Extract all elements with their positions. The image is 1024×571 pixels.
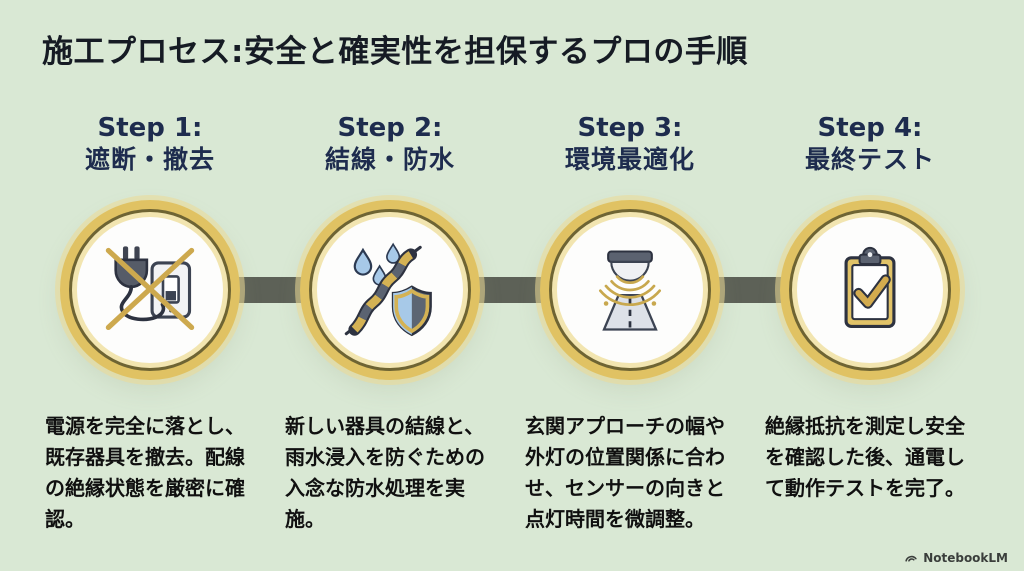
step2-circle [317,217,463,363]
step3-label: Step 3: [577,113,683,143]
step4-description: 絶縁抵抗を測定し安全を確認した後、通電して動作テストを完了。 [765,414,965,500]
step3-header: Step 3: 環境最適化 [510,112,750,175]
motion-sensor-light-icon [599,250,661,331]
process-connector-line [150,277,870,303]
step2-subtitle: 結線・防水 [324,145,455,175]
step4-label: Step 4: [817,113,923,143]
step4-circle [797,217,943,363]
watermark: NotebookLM [904,551,1008,565]
step1-label: Step 1: [97,113,203,143]
no-power-plug-switch-icon [105,246,195,331]
step4-header: Step 4: 最終テスト [750,112,990,175]
step1-circle [77,217,223,363]
waterproof-wiring-shield-icon [344,242,432,337]
clipboard-check-icon [844,246,896,328]
step3-subtitle: 環境最適化 [564,145,695,175]
notebooklm-logo-icon [905,555,917,562]
watermark-label: NotebookLM [923,551,1008,565]
step2-header: Step 2: 結線・防水 [270,112,510,175]
step1-description: 電源を完全に落とし、既存器具を撤去。配線の絶縁状態を厳密に確認。 [45,414,245,531]
step4-subtitle: 最終テスト [804,145,935,175]
step3-description: 玄関アプローチの幅や外灯の位置関係に合わせ、センサーの向きと点灯時間を微調整。 [525,414,725,531]
step2-label: Step 2: [337,113,443,143]
step3-circle [557,217,703,363]
step2-description: 新しい器具の結線と、雨水浸入を防ぐための入念な防水処理を実施。 [285,414,485,531]
page-title: 施工プロセス:安全と確実性を担保するプロの手順 [42,34,748,70]
step1-subtitle: 遮断・撤去 [84,145,215,175]
step1-header: Step 1: 遮断・撤去 [30,112,270,175]
